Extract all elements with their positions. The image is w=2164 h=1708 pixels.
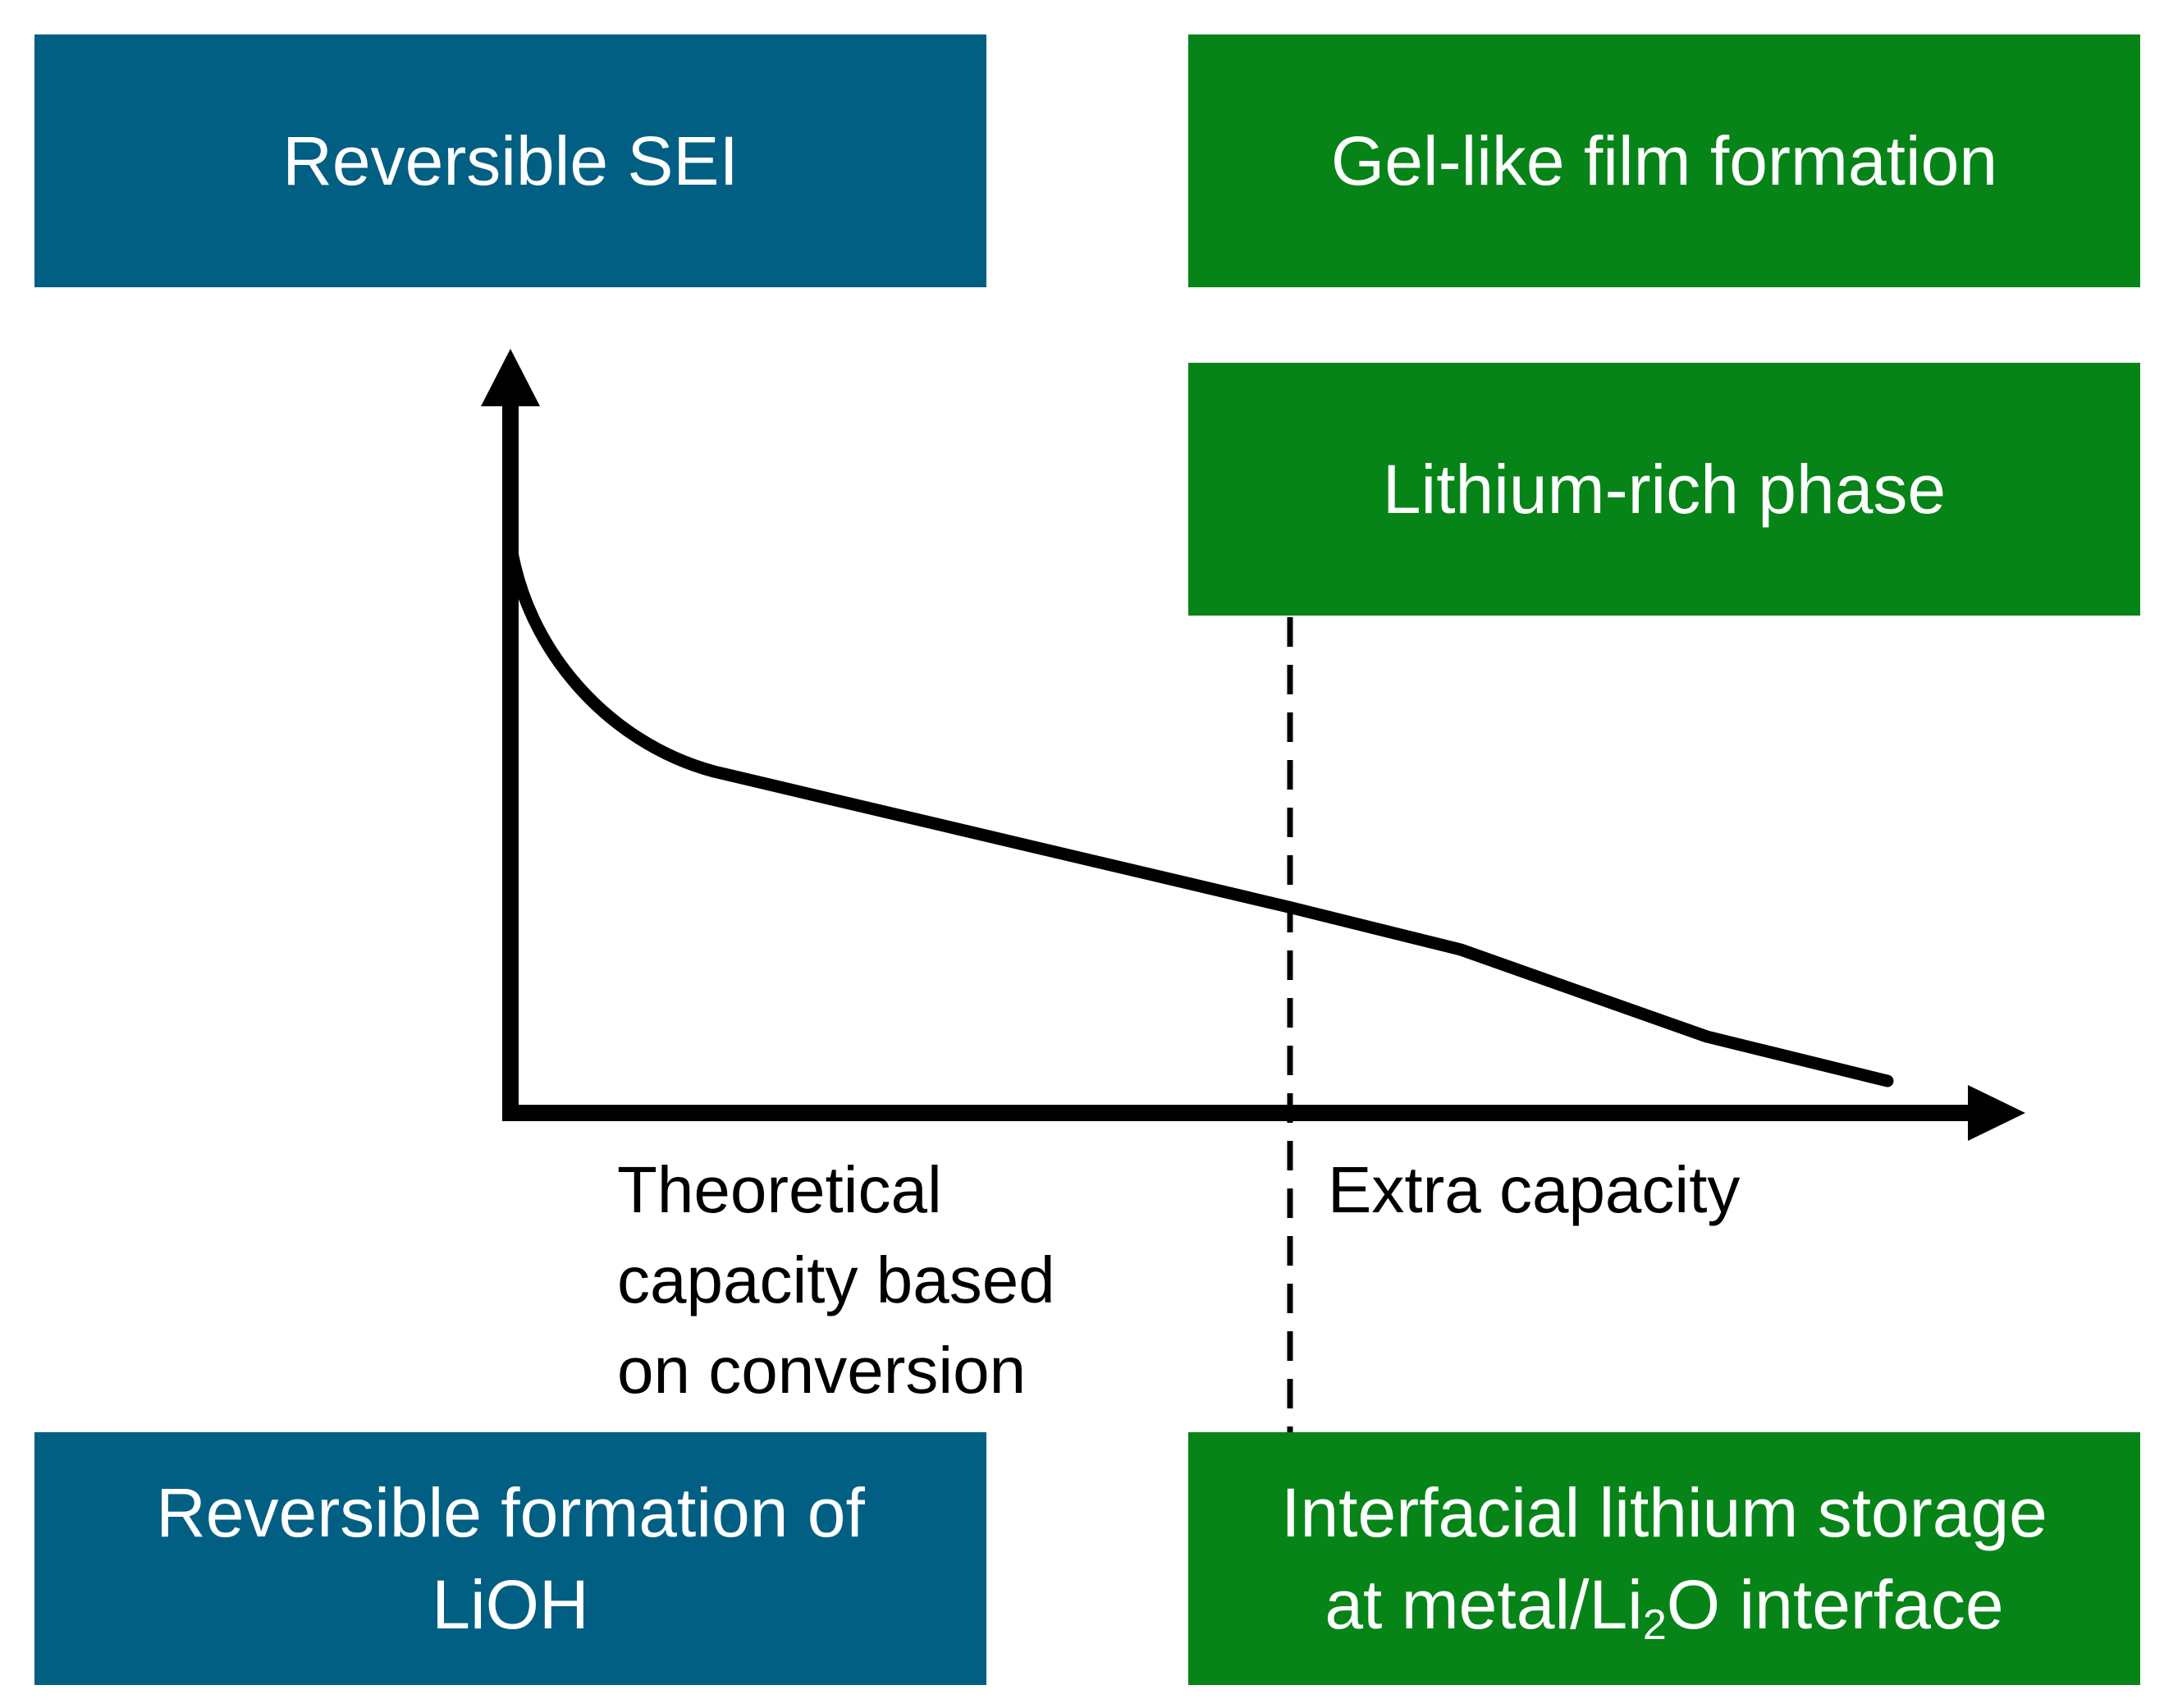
theoretical-line3: on conversion: [617, 1334, 1027, 1407]
theoretical-line1: Theoretical: [617, 1153, 942, 1226]
lioh-formation-line1: Reversible formation of: [156, 1474, 865, 1551]
interfacial-storage-line2-post: O interface: [1666, 1566, 2004, 1643]
theoretical-capacity-label: Theoretical capacity based on conversion: [617, 1145, 1192, 1416]
interfacial-storage-box: Interfacial lithium storage at metal/Li2…: [1188, 1432, 2140, 1685]
x-axis-arrowhead: [1968, 1085, 2025, 1141]
lithium-rich-phase-label: Lithium-rich phase: [1382, 451, 1947, 528]
interfacial-storage-subscript: 2: [1642, 1601, 1667, 1650]
lithium-rich-phase-box: Lithium-rich phase: [1188, 363, 2140, 616]
y-axis-arrowhead: [481, 349, 540, 406]
theoretical-line2: capacity based: [617, 1243, 1055, 1316]
reversible-sei-box: Reversible SEI: [34, 34, 986, 287]
interfacial-storage-line2-pre: at metal/Li: [1324, 1566, 1643, 1643]
extra-capacity-label: Extra capacity: [1328, 1153, 1741, 1226]
gel-like-film-label: Gel-like film formation: [1330, 122, 1998, 199]
gel-like-film-box: Gel-like film formation: [1188, 34, 2140, 287]
lioh-formation-box: Reversible formation of LiOH: [34, 1432, 986, 1685]
lioh-formation-line2: LiOH: [432, 1566, 589, 1643]
reversible-sei-label: Reversible SEI: [282, 122, 739, 199]
interfacial-storage-line2: at metal/Li2O interface: [1281, 1559, 2047, 1651]
capacity-curve: [504, 535, 1894, 1088]
interfacial-storage-text: Interfacial lithium storage at metal/Li2…: [1281, 1467, 2047, 1651]
lioh-formation-text: Reversible formation of LiOH: [156, 1467, 865, 1651]
interfacial-storage-line1: Interfacial lithium storage: [1281, 1474, 2047, 1551]
